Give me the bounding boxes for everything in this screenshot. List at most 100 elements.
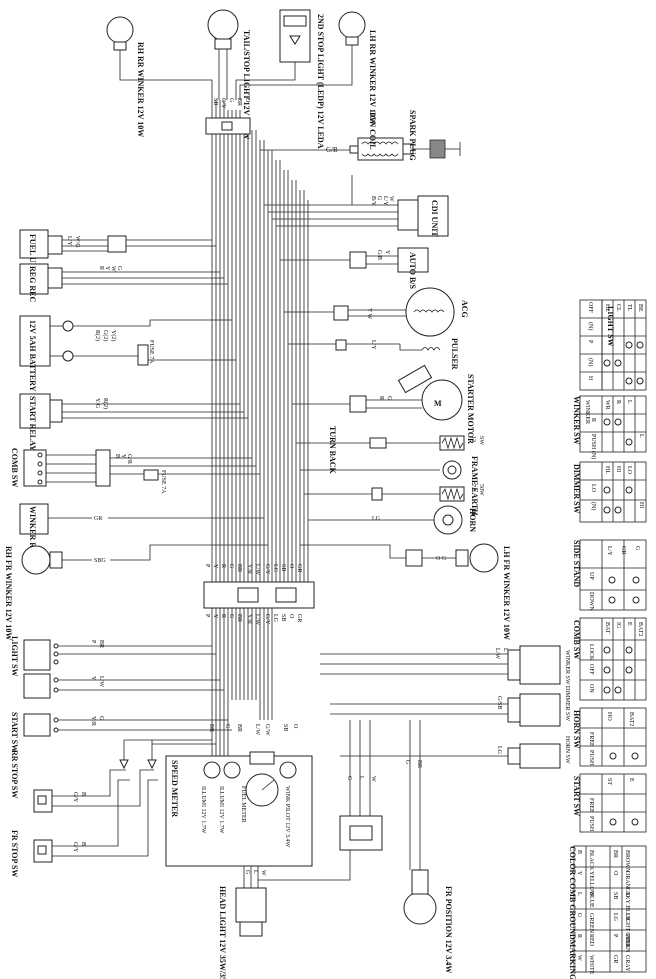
svg-text:E: E (626, 622, 632, 626)
svg-text:G: G (576, 913, 582, 918)
acg: ACG Y W (284, 287, 469, 337)
svg-text:R(2): R(2) (102, 398, 109, 409)
svg-text:12: 12 (470, 436, 476, 442)
svg-text:LH FR WINKER 12V 10W: LH FR WINKER 12V 10W (502, 546, 511, 640)
svg-text:G: G (228, 564, 234, 569)
svg-text:B: B (80, 792, 86, 796)
svg-text:BR: BR (416, 760, 422, 768)
svg-text:L/Y: L/Y (382, 196, 388, 206)
svg-text:PULSER: PULSER (450, 338, 459, 370)
lh-rr-winker: LH RR WINKER 12V 10W (239, 11, 377, 125)
light-sw-left: LIGHT SW P BR Y L/W (10, 636, 224, 699)
svg-text:(N): (N) (587, 358, 594, 366)
ign-coil: IGN COIL SPARK PLUG G/B (260, 110, 461, 161)
svg-text:B/Y: B/Y (370, 196, 376, 207)
main-harness (211, 100, 309, 780)
svg-text:W: W (388, 196, 394, 202)
svg-text:BR: BR (236, 724, 242, 732)
svg-text:L/W: L/W (254, 614, 260, 625)
svg-text:L/Y: L/Y (66, 236, 72, 246)
svg-text:LIGHT SW: LIGHT SW (606, 306, 615, 347)
svg-text:BR: BR (98, 640, 104, 648)
speed-meter: SPEED METER ILLUMI 12V 1.7W ILLUMI 12V 1… (165, 724, 313, 867)
svg-text:7.5: 7.5 (470, 484, 476, 492)
svg-text:IG: IG (615, 622, 621, 629)
svg-text:LIGHT GREEN: LIGHT GREEN (624, 913, 630, 953)
mid-connector: P Y R G BR Y/R L/W G/Y LG SB O GR P Y R … (203, 564, 315, 625)
rh-rr-winker: RH RR WINKER 12V 10W (106, 16, 213, 137)
svg-text:WR: WR (604, 400, 610, 410)
winker-sw-unit: L/W L WINKER SW DIMMER SW (320, 645, 570, 721)
svg-text:(N): (N) (590, 502, 597, 510)
head-light: HEAD LIGHT 12V 35W/35W G L W (218, 866, 267, 979)
svg-text:G/W: G/W (264, 724, 270, 736)
svg-text:ACG: ACG (460, 300, 469, 318)
svg-text:BR: BR (612, 850, 618, 858)
svg-text:BR: BR (208, 724, 214, 732)
svg-text:Y: Y (104, 266, 110, 271)
starter-motor: M STARTER MOTOR R G (292, 364, 475, 444)
svg-text:SBG: SBG (94, 558, 106, 564)
svg-text:LO: LO (626, 466, 632, 475)
svg-text:HORN SW: HORN SW (572, 710, 581, 748)
horn-sw-unit: LG HORN SW (340, 736, 570, 769)
svg-text:HORN SW: HORN SW (564, 736, 570, 764)
svg-text:H: H (587, 376, 593, 381)
svg-text:ILLUMI 12V 1.7W: ILLUMI 12V 1.7W (218, 786, 224, 834)
headlight-connector: G L W (258, 720, 383, 881)
svg-text:SW: SW (478, 436, 484, 445)
svg-text:Y(2): Y(2) (110, 330, 117, 341)
svg-text:PUSH: PUSH (588, 750, 594, 766)
svg-text:50W: 50W (478, 484, 484, 496)
svg-text:G/B: G/B (376, 250, 382, 260)
svg-text:BR: BR (236, 98, 242, 106)
svg-text:LG: LG (612, 913, 618, 922)
svg-text:HI: HI (615, 466, 621, 472)
svg-text:BR: BR (236, 614, 242, 622)
cdi-unit: CDI UNIT B/Y G L/Y W (264, 175, 449, 237)
svg-text:GR: GR (94, 516, 102, 522)
svg-text:GR: GR (296, 564, 302, 572)
side-stand-table: SIDE STAND L/Y GR G UP DOWN (572, 539, 647, 611)
svg-text:GRAY: GRAY (624, 955, 630, 972)
svg-text:LG: LG (272, 564, 278, 573)
horn-sw-table: HORN SW HO BAT2 FREE PUSH (572, 707, 647, 767)
svg-text:CDI UNIT: CDI UNIT (430, 200, 439, 237)
svg-text:R: R (220, 564, 226, 568)
svg-text:G: G (634, 546, 640, 551)
svg-text:P: P (204, 614, 210, 618)
winker-sw-unit2: G/SB (330, 693, 561, 727)
svg-text:GR: GR (620, 546, 626, 554)
svg-text:IGN COIL: IGN COIL (368, 112, 377, 150)
svg-text:L/W: L/W (98, 676, 104, 687)
svg-text:DIMMER SW: DIMMER SW (572, 464, 581, 514)
svg-text:Y: Y (212, 614, 218, 619)
svg-text:E: E (628, 778, 634, 782)
svg-text:B: B (576, 850, 582, 854)
svg-text:WHITE: WHITE (588, 955, 594, 975)
dimmer-sw-table: DIMMER SW HL HI LO LO (N) HI (572, 461, 647, 523)
svg-text:B: B (114, 454, 120, 458)
svg-text:SB: SB (280, 614, 286, 621)
turn-back: TURN BACK 12 SW (296, 426, 484, 475)
svg-text:OFF: OFF (587, 302, 593, 314)
svg-text:L/Y: L/Y (606, 546, 612, 556)
svg-text:DOWN: DOWN (588, 592, 594, 611)
svg-text:SPARK PLUG: SPARK PLUG (408, 110, 417, 161)
svg-text:G: G (116, 266, 122, 271)
svg-text:L: L (626, 400, 632, 404)
svg-text:G: G (244, 870, 250, 875)
svg-text:ST: ST (606, 778, 612, 785)
svg-text:L/W: L/W (254, 564, 260, 575)
svg-text:W: W (260, 870, 266, 876)
svg-text:W: W (370, 776, 376, 782)
start-sw-table: START SW ST E FREE PUSH (572, 773, 647, 833)
svg-text:SPEED METER: SPEED METER (170, 760, 179, 817)
rr-stop-sw: RR STOP SW G/Y B (10, 750, 154, 813)
svg-text:L: L (638, 434, 644, 438)
svg-text:HORN: HORN (468, 508, 477, 532)
svg-text:G/Y: G/Y (264, 614, 270, 625)
svg-text:R: R (615, 400, 621, 404)
svg-text:O: O (288, 614, 294, 619)
